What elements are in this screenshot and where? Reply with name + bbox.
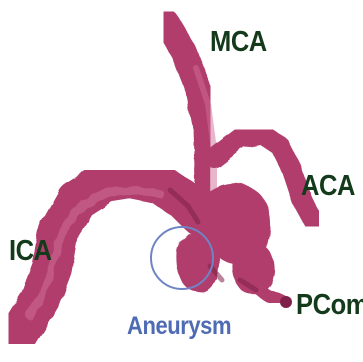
pcom-label: PCom: [296, 291, 363, 320]
aca-label: ACA: [301, 172, 355, 201]
pcom-vessel-end: [280, 296, 292, 308]
mca-label: MCA: [210, 28, 267, 57]
ica-label: ICA: [9, 237, 52, 266]
aneurysm-label: Aneurysm: [127, 314, 231, 339]
